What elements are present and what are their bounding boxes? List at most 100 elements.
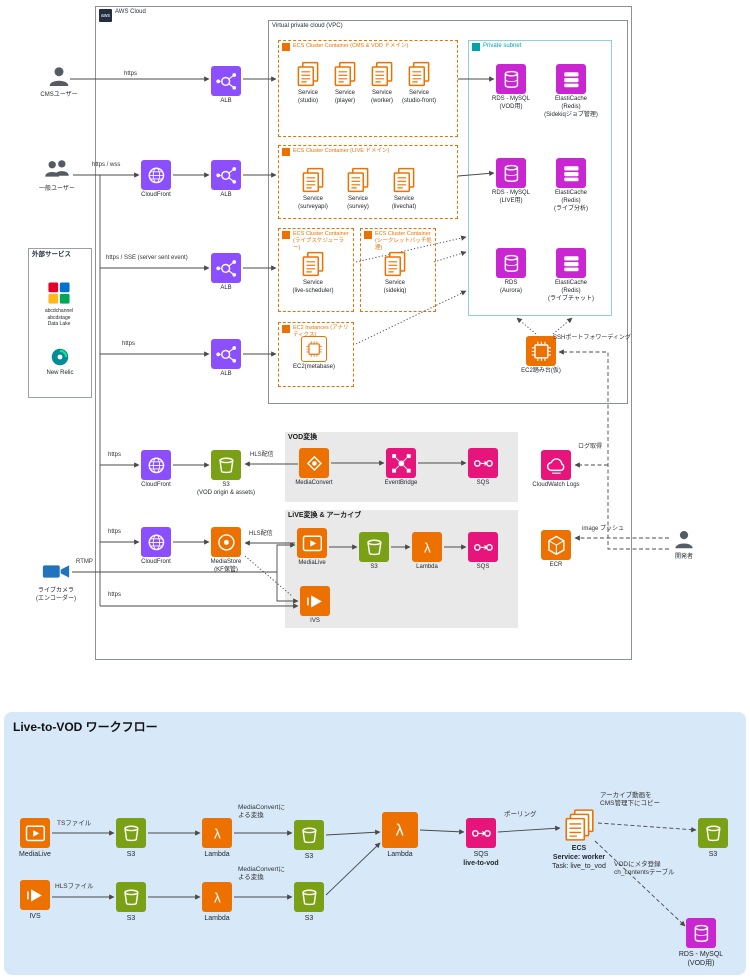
developer-label: 開発者	[659, 554, 709, 562]
label-https-wss-line: https / wss	[92, 162, 121, 168]
label-mediaconvert-1-line: MediaConvertに	[238, 804, 285, 811]
elasticache-chat-label: ElastiCache(Redis)(ライブチャット)	[542, 280, 600, 303]
mediastore-label-line: MediaStore	[210, 559, 242, 565]
service-surveyapi-icon	[299, 166, 327, 194]
label-archive-copy-line: CMS管理下にコピー	[600, 800, 660, 808]
alb-1-icon	[211, 66, 241, 96]
wf-lambda-2-label: Lambda	[177, 914, 257, 923]
live-to-vod-workflow-panel-header: Live-to-VOD ワークフロー	[4, 712, 746, 743]
label-https-alb4: https	[122, 341, 135, 349]
service-surveyapi-label-line: (surveyapi)	[298, 203, 328, 210]
ecs-cluster-cms-vod-box-label: ECS Cluster Container (CMS & VOD ドメイン)	[293, 43, 409, 49]
live-convert-archive-box-label: LiVE変換 & アーカイブ	[288, 512, 362, 519]
service-studio-label-line: Service	[297, 90, 318, 96]
wf-ivs-icon	[20, 880, 50, 910]
label-ssh-port-forwarding: SSHポートフォワーディング	[553, 335, 631, 343]
cloudfront-2-label: CloudFront	[121, 482, 191, 490]
elasticache-chat-label-line: (ライブチャット)	[548, 295, 594, 302]
elasticache-chat: ElastiCache(Redis)(ライブチャット)	[548, 248, 594, 302]
abcd-logo-label-line: abcdstage	[47, 314, 71, 321]
lambda-live-icon	[412, 532, 442, 562]
cloudfront-2: CloudFront	[141, 450, 171, 488]
wf-s3-converted-1-label: S3	[269, 852, 349, 861]
developer-label-line: 開発者	[674, 554, 693, 560]
rds-mysql-live: RDS - MySQL(LIVE用)	[492, 158, 530, 204]
wf-s3-ts-label: S3	[91, 850, 171, 859]
service-studio-front: Service(studio-front)	[402, 60, 436, 104]
cloudfront-1: CloudFront	[141, 160, 171, 198]
sqs-vod-icon	[468, 448, 498, 478]
ecr-label-line: ECR	[549, 562, 563, 568]
service-livechat-label-line: Service	[393, 196, 414, 202]
medialive-label-line: MediaLive	[298, 560, 326, 566]
s3-live: S3	[359, 532, 389, 570]
label-https-ivs-line: https	[108, 592, 122, 598]
ecs-group-icon	[282, 231, 290, 239]
elasticache-live-label-line: ElastiCache	[554, 190, 587, 196]
abcd-logo-label-line: Data Lake	[47, 321, 71, 327]
ec2-metabase-label-line: EC2(metabase)	[292, 364, 336, 370]
label-https-sse-line: https / SSE (server sent event)	[106, 255, 188, 261]
wf-ecs-worker-icon	[562, 808, 596, 842]
rds-aurora-icon	[496, 248, 526, 278]
ivs: IVS	[300, 586, 330, 624]
ec2-instances-box-header: EC2 Instances (アナリティクス)	[279, 323, 353, 341]
label-hls-delivery-vod: HLS配信	[250, 452, 274, 460]
wf-lambda-1-label: Lambda	[177, 850, 257, 859]
alb-1-label: ALB	[191, 98, 261, 106]
wf-s3-converted-2: S3	[294, 882, 324, 922]
service-surveyapi-label-line: Service	[302, 196, 323, 202]
medialive-icon	[297, 528, 327, 558]
label-image-push-line: image プッシュ	[582, 526, 625, 532]
service-survey-label: Service(survey)	[336, 196, 380, 212]
alb-4: ALB	[211, 339, 241, 377]
wf-s3-ts-icon	[116, 818, 146, 848]
cms-user-label-line: CMSユーザー	[40, 92, 78, 98]
ec2-metabase-label: EC2(metabase)	[283, 364, 345, 372]
elasticache-sidekiq-label-line: (Redis)	[561, 103, 581, 110]
cloudfront-1-label-line: CloudFront	[141, 192, 171, 198]
cloudwatch-logs-label-line: CloudWatch Logs	[532, 482, 580, 488]
elasticache-chat-label-line: ElastiCache	[554, 280, 587, 286]
cloudfront-2-label-line: CloudFront	[141, 482, 171, 488]
label-ssh-port-forwarding-line: SSHポートフォワーディング	[553, 335, 631, 341]
ecs-cluster-cms-vod-box: ECS Cluster Container (CMS & VOD ドメイン)	[278, 40, 458, 137]
private-subnet-box-label: Private subnet	[483, 43, 522, 49]
ec2-bastion-label-line: EC2踏み台(仮)	[521, 368, 561, 374]
label-mediaconvert-1-line: よる変換	[238, 812, 264, 820]
ec2-bastion: EC2踏み台(仮)	[521, 336, 561, 374]
service-survey-icon	[344, 166, 372, 194]
sqs-live-icon	[468, 532, 498, 562]
ecs-group-icon	[364, 231, 372, 239]
service-sidekiq-icon	[381, 250, 409, 278]
s3-live-label-line: S3	[370, 564, 378, 570]
sqs-vod: SQS	[468, 448, 498, 486]
subnet-group-icon	[472, 43, 480, 51]
s3-vod-origin-label-line: S3	[222, 482, 230, 488]
ecs-cluster-scheduler-box: ECS Cluster Container (ライブスケジューラー)	[278, 228, 354, 312]
elasticache-live-label-line: (ライブ分析)	[554, 205, 588, 212]
cloudfront-3-label-line: CloudFront	[141, 559, 171, 565]
alb-1-label-line: ALB	[220, 98, 232, 104]
wf-sqs-live-to-vod-label-line: live-to-vod	[463, 860, 499, 868]
wf-s3-converted-1: S3	[294, 820, 324, 860]
live-camera-icon	[41, 556, 71, 586]
service-live-scheduler-label: Service(live-scheduler)	[283, 280, 343, 296]
wf-lambda-main-label-line: Lambda	[387, 851, 413, 858]
wf-lambda-1-label-line: Lambda	[204, 851, 230, 858]
external-services-box: 外部サービス	[28, 248, 92, 398]
cms-user-label: CMSユーザー	[29, 92, 89, 100]
ecs-cluster-live-box-header: ECS Cluster Container (LIVE ドメイン)	[279, 146, 457, 158]
ecs-cluster-scheduler-box-header: ECS Cluster Container (ライブスケジューラー)	[279, 229, 353, 254]
elasticache-chat-label-line: (Redis)	[561, 287, 581, 294]
newrelic-logo: New Relic	[46, 346, 74, 376]
wf-s3-ts-label-line: S3	[126, 851, 136, 858]
wf-lambda-2-icon	[202, 882, 232, 912]
label-log-fetch: ログ取得	[578, 444, 602, 452]
service-survey-label-line: (survey)	[347, 203, 369, 210]
rds-mysql-live-icon	[496, 158, 526, 188]
eventbridge-label-line: EventBridge	[384, 480, 418, 486]
service-live-scheduler-icon	[299, 250, 327, 278]
live-convert-archive-box-header: LiVE変換 & アーカイブ	[285, 510, 518, 523]
